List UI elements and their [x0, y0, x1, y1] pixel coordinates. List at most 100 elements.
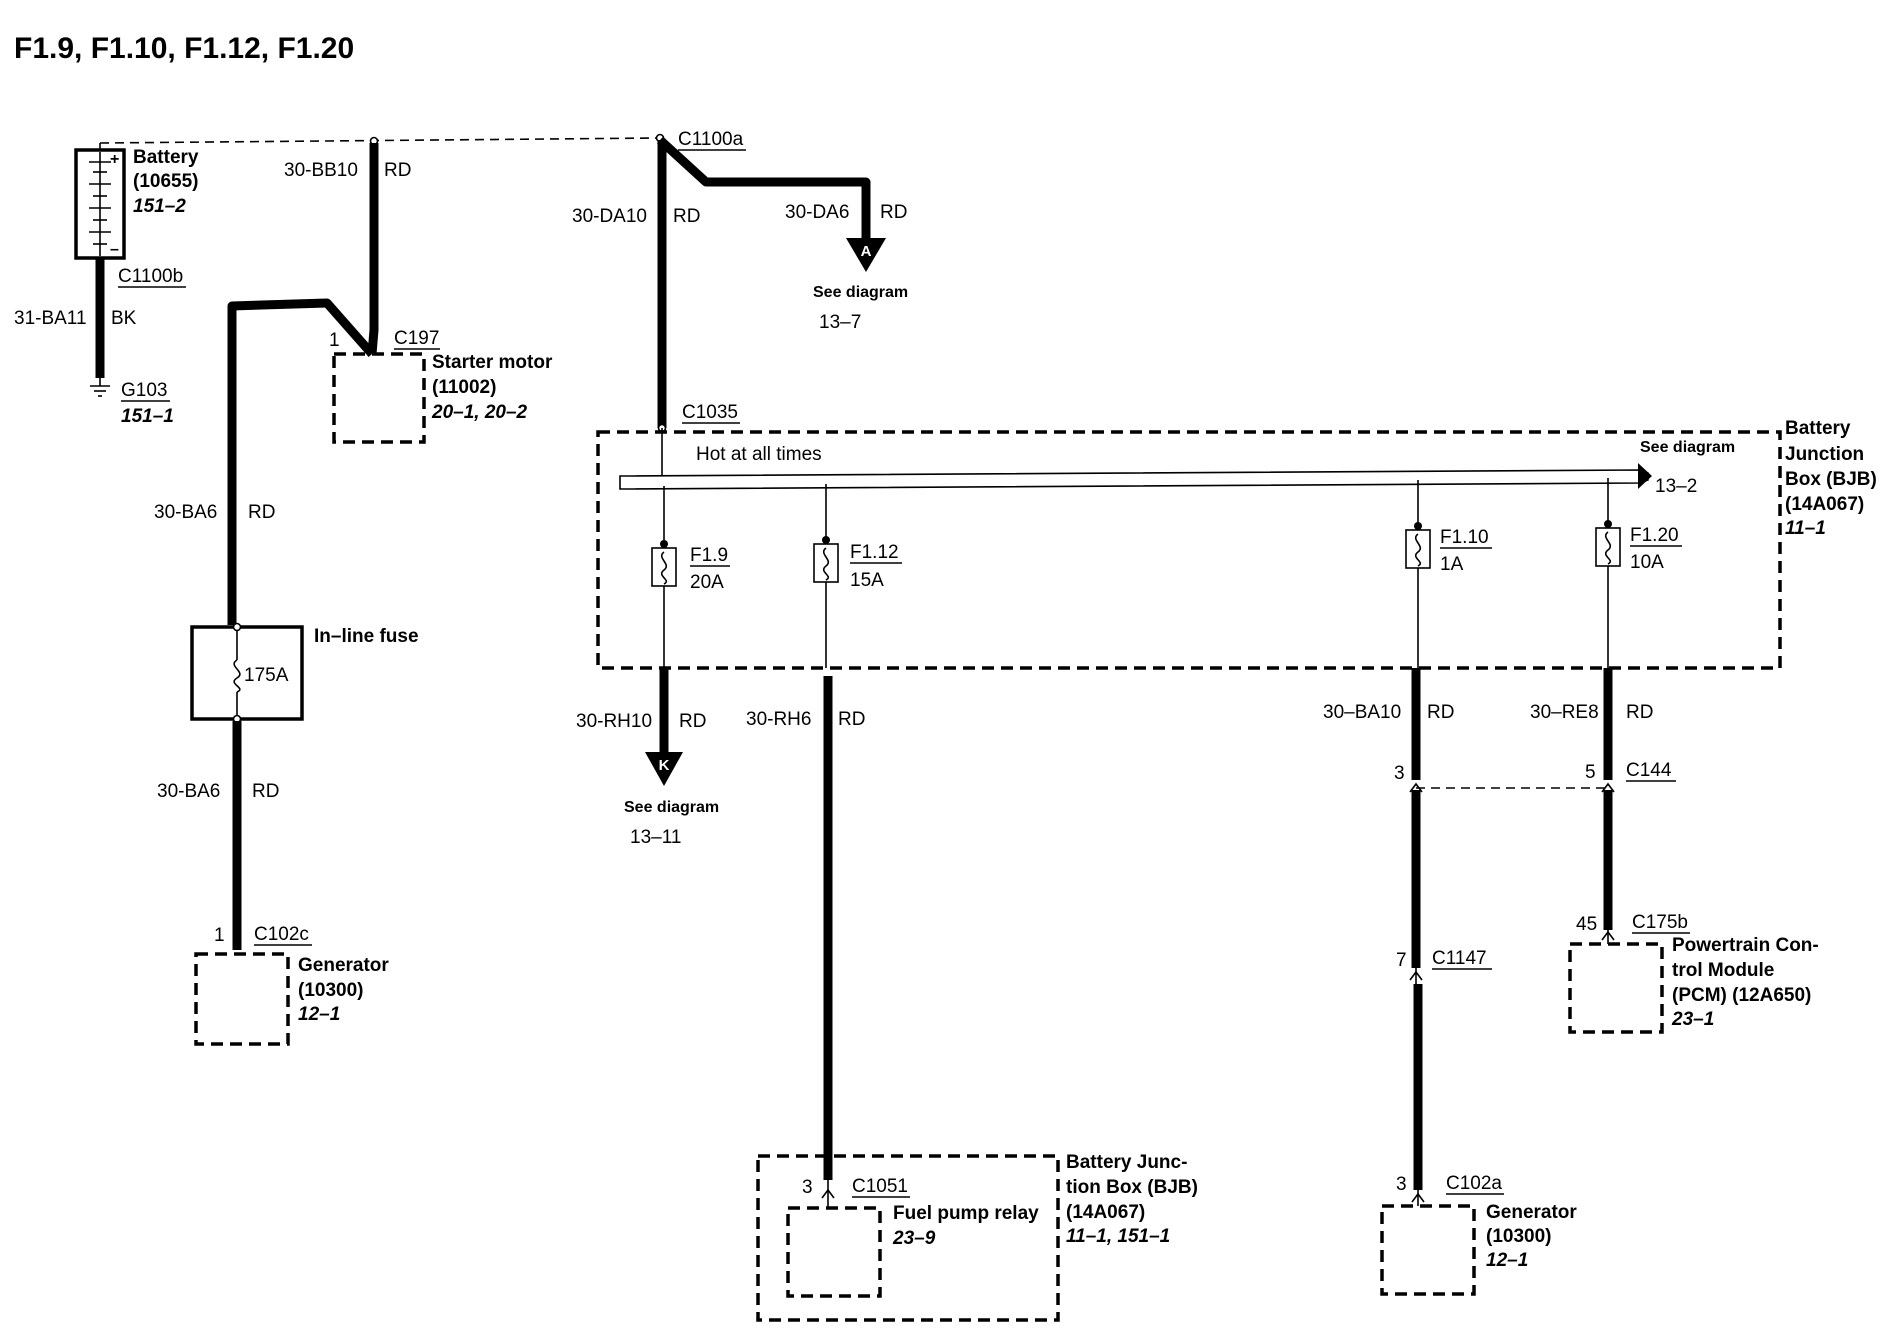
- generator-left-name: Generator: [298, 955, 389, 976]
- fuse-f1-9-rating: 20A: [690, 572, 724, 593]
- bjb-lower-box: [756, 1154, 1060, 1322]
- fuse-f1-10-rating: 1A: [1440, 554, 1464, 575]
- battery-name: Battery: [133, 147, 199, 168]
- hot-at-all-times-label: Hot at all times: [696, 444, 822, 465]
- battery-minus-label: –: [110, 241, 119, 258]
- fuse-icon: [822, 547, 830, 581]
- c1035-label: C1035: [682, 402, 738, 423]
- fuse-f1-9-name: F1.9: [690, 545, 728, 566]
- wire-30-rh6-circuit: 30-RH6: [746, 709, 811, 730]
- bjb-lower-ref: 11–1, 151–1: [1066, 1226, 1170, 1247]
- wire-30-ba6-upper: [227, 298, 376, 625]
- c175b-pin: 45: [1576, 914, 1597, 935]
- fuse-f1-12-rating: 15A: [850, 570, 884, 591]
- c1051-pin: 3: [802, 1177, 813, 1198]
- c144-pin-right: 5: [1585, 762, 1596, 783]
- wire-30-ba10-circuit: 30–BA10: [1323, 702, 1401, 723]
- bus-ref-see: See diagram: [1640, 439, 1735, 456]
- fuel-pump-relay-name: Fuel pump relay: [893, 1203, 1039, 1224]
- pcm-l1: Powertrain Con-: [1672, 935, 1819, 956]
- wire-30-da6: [656, 136, 871, 238]
- fuse-f1-9: [651, 486, 677, 668]
- c1100b-label: C1100b: [118, 266, 183, 287]
- c197-label: C197: [394, 328, 439, 349]
- ref-k-see: See diagram: [624, 799, 719, 816]
- c1051-label: C1051: [852, 1176, 908, 1197]
- fuse-f1-20-rating: 10A: [1630, 552, 1664, 573]
- fuel-pump-relay-ref: 23–9: [892, 1228, 936, 1249]
- generator-right-ref: 12–1: [1486, 1250, 1528, 1271]
- starter-motor-box: [332, 352, 426, 444]
- c102a-label: C102a: [1446, 1173, 1502, 1194]
- ref-a-see: See diagram: [813, 284, 908, 301]
- battery-junction-box: [596, 430, 1782, 670]
- battery-positive-bus: [99, 137, 661, 144]
- bjb-lower-l1: Battery Junc-: [1066, 1152, 1187, 1173]
- fuse-icon: [1414, 533, 1422, 567]
- c102a-pin: 3: [1396, 1174, 1407, 1195]
- generator-left-box: [194, 952, 290, 1046]
- battery-plus-label: +: [110, 151, 119, 168]
- wire-30-rh10-circuit: 30-RH10: [576, 711, 652, 732]
- connector-c144-pin-5: [1601, 782, 1615, 793]
- inline-fuse-box: [190, 625, 304, 721]
- ground-wire-circuit: 31-BA11: [14, 308, 87, 329]
- wire-30-re8-circuit: 30–RE8: [1530, 702, 1599, 723]
- c1147-pin: 7: [1396, 950, 1407, 971]
- generator-left-ref: 12–1: [298, 1004, 340, 1025]
- fuse-f1-12: [813, 484, 839, 668]
- wire-30-rh6-color: RD: [838, 709, 865, 730]
- fuse-f1-20: [1595, 478, 1621, 668]
- pcm-l3: (PCM) (12A650): [1672, 985, 1811, 1006]
- bjb-main-l1: Battery: [1785, 418, 1851, 439]
- wire-30-bb10-color: RD: [384, 160, 411, 181]
- battery: + –: [74, 143, 126, 260]
- bjb-main-l3: Box (BJB): [1785, 469, 1877, 490]
- fuse-f1-10-name: F1.10: [1440, 527, 1489, 548]
- fuse-f1-12-name: F1.12: [850, 542, 899, 563]
- ref-a-diagram: 13–7: [819, 312, 861, 333]
- ground-wire-color: BK: [111, 308, 137, 329]
- starter-name: Starter motor: [432, 352, 553, 373]
- wire-30-bb10-circuit: 30-BB10: [284, 160, 358, 181]
- ground-icon: [90, 378, 110, 397]
- bjb-lower-part: (14A067): [1066, 1202, 1145, 1223]
- connector-arrow-a-letter: A: [861, 243, 872, 260]
- fuse-icon: [660, 551, 668, 585]
- wire-30-da6-color: RD: [880, 202, 907, 223]
- connector-c144-pin-3: [1409, 782, 1423, 793]
- c144-label: C144: [1626, 760, 1672, 781]
- connector-arrow-k: [645, 752, 683, 786]
- wire-30-da10-circuit: 30-DA10: [572, 206, 647, 227]
- inline-fuse-rating: 175A: [244, 665, 289, 686]
- battery-part: (10655): [133, 171, 199, 192]
- c144-pin-left: 3: [1394, 763, 1405, 784]
- fuse-icon: [233, 659, 241, 693]
- wire-30-bb10: [367, 143, 379, 355]
- page-title: F1.9, F1.10, F1.12, F1.20: [14, 32, 354, 65]
- ref-k-diagram: 13–11: [630, 827, 681, 848]
- bus-arrow-icon: [1638, 463, 1652, 489]
- c102c-pin: 1: [214, 925, 225, 946]
- wire-30-rh10-color: RD: [679, 711, 706, 732]
- fuel-pump-relay-box: [786, 1206, 882, 1298]
- generator-right-name: Generator: [1486, 1202, 1577, 1223]
- c197-pin: 1: [329, 330, 340, 351]
- wire-30-da10-color: RD: [673, 206, 700, 227]
- c175b-label: C175b: [1632, 912, 1688, 933]
- inline-fuse-name: In–line fuse: [314, 626, 419, 647]
- pcm-box: [1568, 942, 1664, 1034]
- fuse-icon: [1604, 531, 1612, 565]
- wire-30-ba10-color: RD: [1427, 702, 1454, 723]
- c1100a-label: C1100a: [678, 129, 744, 150]
- bjb-main-ref: 11–1: [1785, 518, 1826, 539]
- starter-part: (11002): [432, 377, 496, 398]
- connector-arrow-a: [846, 238, 886, 272]
- starter-ref: 20–1, 20–2: [431, 402, 528, 423]
- wire-30-ba6-upper-color: RD: [248, 502, 275, 523]
- wire-30-ba6-lower-color: RD: [252, 781, 279, 802]
- generator-right-part: (10300): [1486, 1226, 1552, 1247]
- generator-left-part: (10300): [298, 980, 364, 1001]
- fuse-f1-20-name: F1.20: [1630, 525, 1679, 546]
